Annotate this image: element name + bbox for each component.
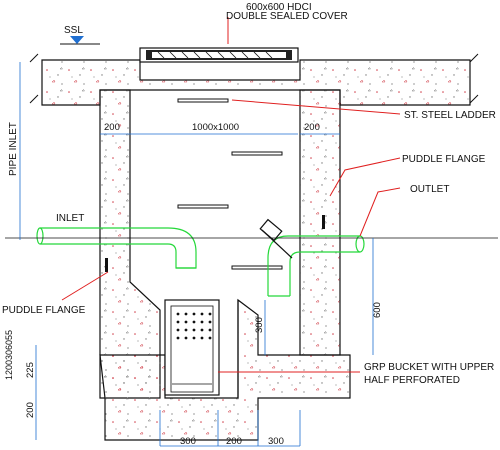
bucket-perforations bbox=[176, 312, 212, 340]
grp-bucket-label-line2: HALF PERFORATED bbox=[364, 375, 460, 386]
grp-bucket-label-line1: GRP BUCKET WITH UPPER bbox=[364, 362, 494, 373]
ladder-rungs bbox=[177, 98, 283, 270]
ssl-marker bbox=[60, 36, 100, 45]
manhole-cover bbox=[139, 47, 299, 63]
dim-bottom-300-left: 300 bbox=[180, 436, 196, 447]
puddle-flange-right-label: PUDDLE FLANGE bbox=[402, 154, 486, 165]
dim-height-600: 600 bbox=[372, 302, 383, 318]
inlet-label: INLET bbox=[56, 213, 84, 224]
dim-bottom-300-right: 300 bbox=[268, 436, 284, 447]
dimension-lines bbox=[19, 62, 374, 447]
dim-bottom-200: 200 bbox=[226, 436, 242, 447]
dim-height-200: 200 bbox=[25, 402, 36, 418]
watermark-id: 1200306055 bbox=[4, 330, 14, 380]
dim-height-300: 300 bbox=[254, 317, 265, 333]
outlet-label: OUTLET bbox=[410, 184, 449, 195]
ssl-label: SSL bbox=[64, 25, 83, 36]
chamber-base bbox=[99, 298, 351, 441]
outlet-pipe bbox=[259, 218, 365, 297]
puddle-flange-right-mark bbox=[322, 215, 325, 229]
cover-label-line1: 600x600 HDCI bbox=[246, 2, 312, 13]
grp-bucket bbox=[164, 299, 220, 396]
dim-wall-right: 200 bbox=[304, 122, 320, 133]
dim-wall-left: 200 bbox=[104, 122, 120, 133]
ladder-label: ST. STEEL LADDER bbox=[404, 110, 496, 121]
triangle-down-icon bbox=[70, 36, 84, 44]
cover-label-line2: DOUBLE SEALED COVER bbox=[226, 11, 348, 22]
dim-inner-width: 1000x1000 bbox=[192, 122, 239, 133]
puddle-flange-left-label: PUDDLE FLANGE bbox=[2, 305, 86, 316]
leader-lines bbox=[61, 17, 401, 373]
inlet-pipe bbox=[36, 227, 197, 269]
puddle-flange-left-mark bbox=[105, 258, 108, 272]
dim-height-225: 225 bbox=[25, 362, 36, 378]
pipe-inlet-label: PIPE INLET bbox=[8, 122, 19, 176]
